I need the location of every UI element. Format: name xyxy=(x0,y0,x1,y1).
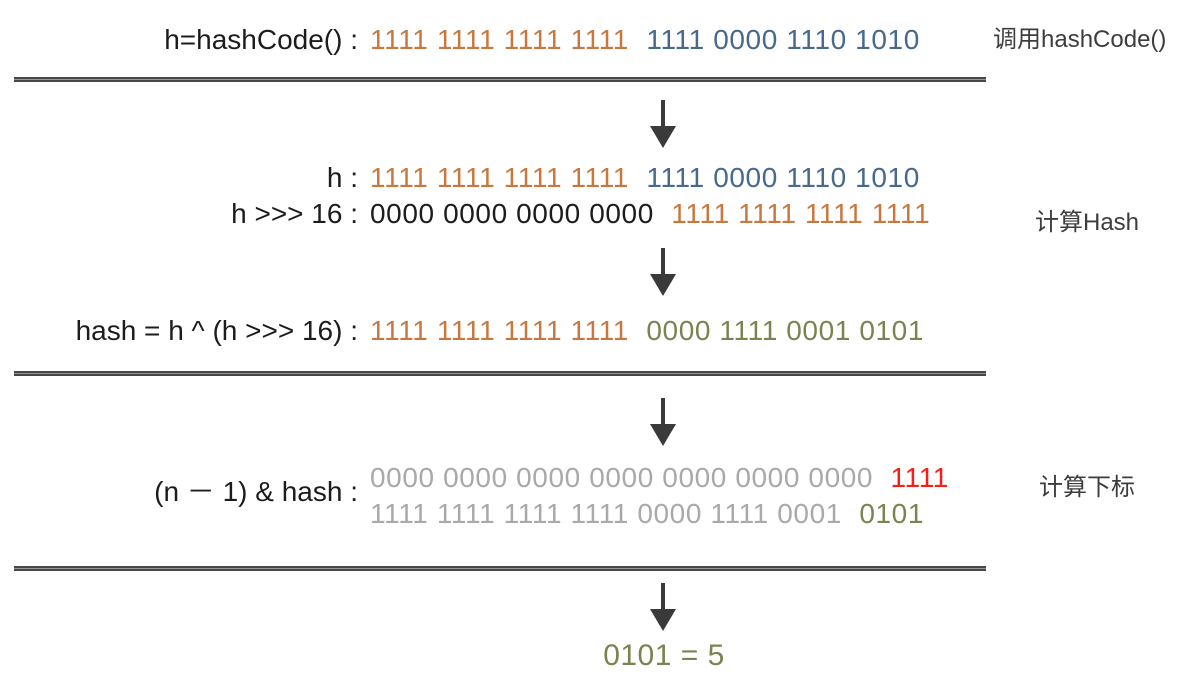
n-minus-1-bits-gray: 0000 0000 0000 0000 0000 0000 0000 xyxy=(370,462,874,493)
hash-bits-low: 0000 1111 0001 0101 xyxy=(646,315,925,346)
side-label-compute-index: 计算下标 xyxy=(1039,474,1135,501)
row-hashcode: h=hashCode() : 1111 1111 1111 1111 1111 … xyxy=(0,23,920,57)
hashcode-bits-low: 1111 0000 1110 1010 xyxy=(646,24,920,55)
h-bits-low: 1111 0000 1110 1010 xyxy=(646,162,920,193)
arrow-stem xyxy=(661,100,665,126)
down-arrow-4 xyxy=(650,583,676,631)
row-h-shift-label: h >>> 16 : xyxy=(231,198,358,229)
row-hash-xor: hash = h ^ (h >>> 16) : 1111 1111 1111 1… xyxy=(0,314,924,348)
divider-line-3 xyxy=(14,566,986,571)
down-arrow-2 xyxy=(650,248,676,296)
arrow-stem xyxy=(661,248,665,274)
h-shift-bits-high: 0000 0000 0000 0000 xyxy=(370,198,654,229)
arrow-head xyxy=(650,126,676,148)
h-bits-high: 1111 1111 1111 1111 xyxy=(370,162,629,193)
h-shift-bits-low: 1111 1111 1111 1111 xyxy=(671,198,931,229)
arrow-stem xyxy=(661,583,665,609)
arrow-stem xyxy=(661,398,665,424)
side-label-call-hashcode: 调用hashCode() xyxy=(993,26,1167,53)
hashcode-bits-high: 1111 1111 1111 1111 xyxy=(370,24,629,55)
row-hash-xor-label: hash = h ^ (h >>> 16) : xyxy=(75,315,358,346)
result-value: 0101 = 5 xyxy=(603,639,725,672)
arrow-head xyxy=(650,424,676,446)
row-hashcode-label: h=hashCode() : xyxy=(164,24,358,55)
row-index-label: (n － 1) & hash : xyxy=(154,476,358,507)
row-h: h : 1111 1111 1111 1111 1111 0000 1110 1… xyxy=(0,161,920,195)
hash-low-bits-gray: 1111 1111 1111 1111 0000 1111 0001 xyxy=(370,498,842,529)
row-h-label: h : xyxy=(326,162,358,193)
n-minus-1-bits-highlight: 1111 xyxy=(890,462,949,493)
hash-low-bits-highlight: 0101 xyxy=(859,498,925,529)
row-h-shift-bits: 0000 0000 0000 0000 1111 1111 1111 1111 xyxy=(370,197,930,231)
arrow-head xyxy=(650,609,676,631)
row-hash-xor-bits: 1111 1111 1111 1111 0000 1111 0001 0101 xyxy=(370,314,924,348)
divider-line-1 xyxy=(14,77,986,82)
row-h-bits: 1111 1111 1111 1111 1111 0000 1110 1010 xyxy=(370,161,920,195)
row-hash-low-bits: 1111 1111 1111 1111 0000 1111 0001 0101 xyxy=(370,497,924,531)
row-n-minus-1-bits: 0000 0000 0000 0000 0000 0000 0000 1111 xyxy=(370,461,949,495)
hash-bits-high: 1111 1111 1111 1111 xyxy=(370,315,629,346)
side-label-compute-hash: 计算Hash xyxy=(1035,209,1140,236)
row-h-shift: h >>> 16 : 0000 0000 0000 0000 1111 1111… xyxy=(0,197,930,231)
down-arrow-1 xyxy=(650,100,676,148)
divider-line-2 xyxy=(14,371,986,376)
arrow-head xyxy=(650,274,676,296)
row-hashcode-bits: 1111 1111 1111 1111 1111 0000 1110 1010 xyxy=(370,23,920,57)
down-arrow-3 xyxy=(650,398,676,446)
